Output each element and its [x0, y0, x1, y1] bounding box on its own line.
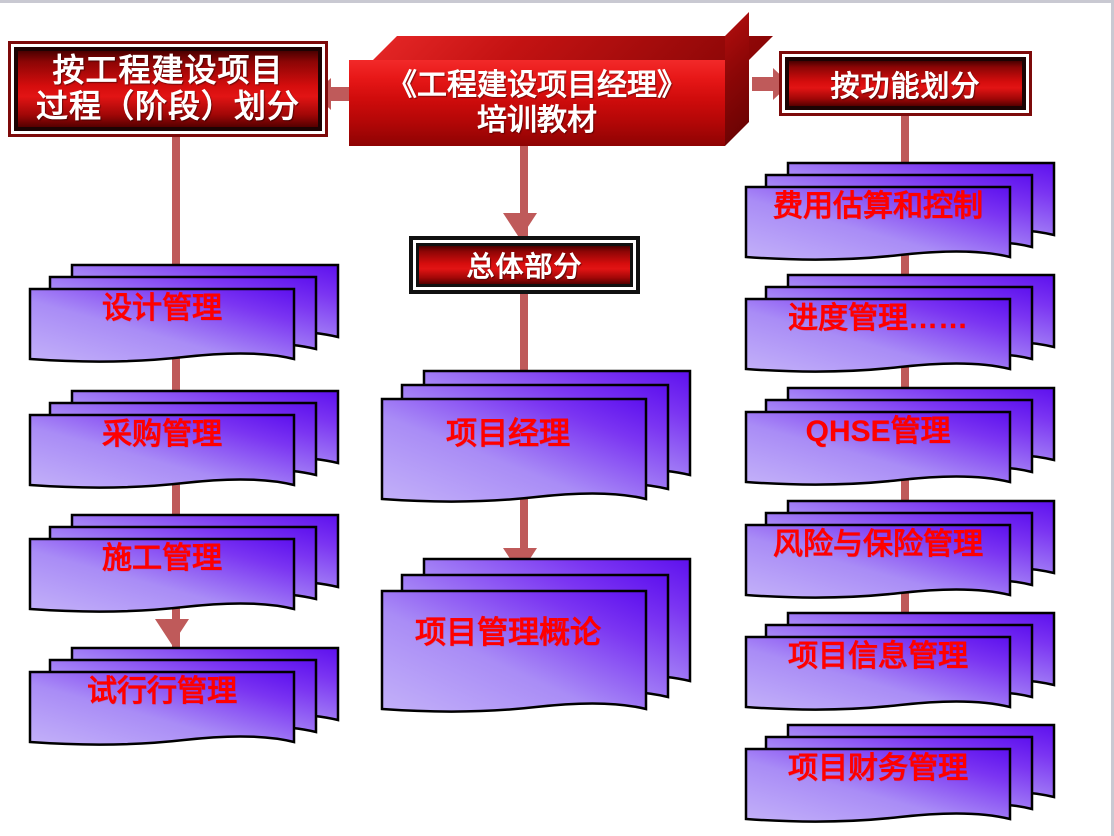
node-right-5[interactable]: 项目财务管理 [744, 723, 1056, 823]
node-left-3[interactable]: 试行行管理 [28, 646, 340, 746]
connector-center-vertical-mid [520, 291, 528, 391]
node-left-1[interactable]: 采购管理 [28, 389, 340, 489]
title-line2: 培训教材 [477, 104, 597, 137]
left-header-box[interactable]: 按工程建设项目 过程（阶段）划分 [8, 41, 328, 137]
main-title-block[interactable]: 《工程建设项目经理》 培训教材 [349, 12, 773, 146]
right-header-inner: 按功能划分 [785, 57, 1026, 110]
node-right-2[interactable]: QHSE管理 [744, 386, 1056, 486]
node-right-4[interactable]: 项目信息管理 [744, 611, 1056, 711]
arrowhead-left-to-last [155, 619, 189, 645]
left-header-line1: 按工程建设项目 [52, 52, 284, 89]
right-header-label: 按功能划分 [830, 70, 981, 103]
left-header-inner: 按工程建设项目 过程（阶段）划分 [14, 47, 322, 131]
left-header-line2: 过程（阶段）划分 [35, 88, 300, 124]
title-top-bevel [373, 36, 773, 60]
node-center-0[interactable]: 项目经理 [380, 369, 692, 503]
connector-center-vertical-top [520, 143, 528, 239]
center-overall-inner: 总体部分 [416, 243, 633, 287]
arrow-title-to-right-header [752, 68, 790, 100]
node-right-1[interactable]: 进度管理…… [744, 273, 1056, 373]
title-line1: 《工程建设项目经理》 [387, 68, 687, 102]
node-right-3[interactable]: 风险与保险管理 [744, 499, 1056, 599]
arrowhead-center-to-overall [503, 213, 537, 239]
node-center-1[interactable]: 项目管理概论 [380, 557, 692, 713]
connector-center-vertical-bottom [520, 473, 528, 573]
center-overall-box[interactable]: 总体部分 [409, 236, 640, 294]
title-front-face: 《工程建设项目经理》 培训教材 [349, 60, 725, 146]
title-side-bevel [725, 12, 749, 146]
node-right-0[interactable]: 费用估算和控制 [744, 161, 1056, 261]
node-left-0[interactable]: 设计管理 [28, 263, 340, 363]
right-header-box[interactable]: 按功能划分 [779, 51, 1032, 116]
center-overall-label: 总体部分 [466, 251, 583, 282]
node-left-2[interactable]: 施工管理 [28, 513, 340, 613]
